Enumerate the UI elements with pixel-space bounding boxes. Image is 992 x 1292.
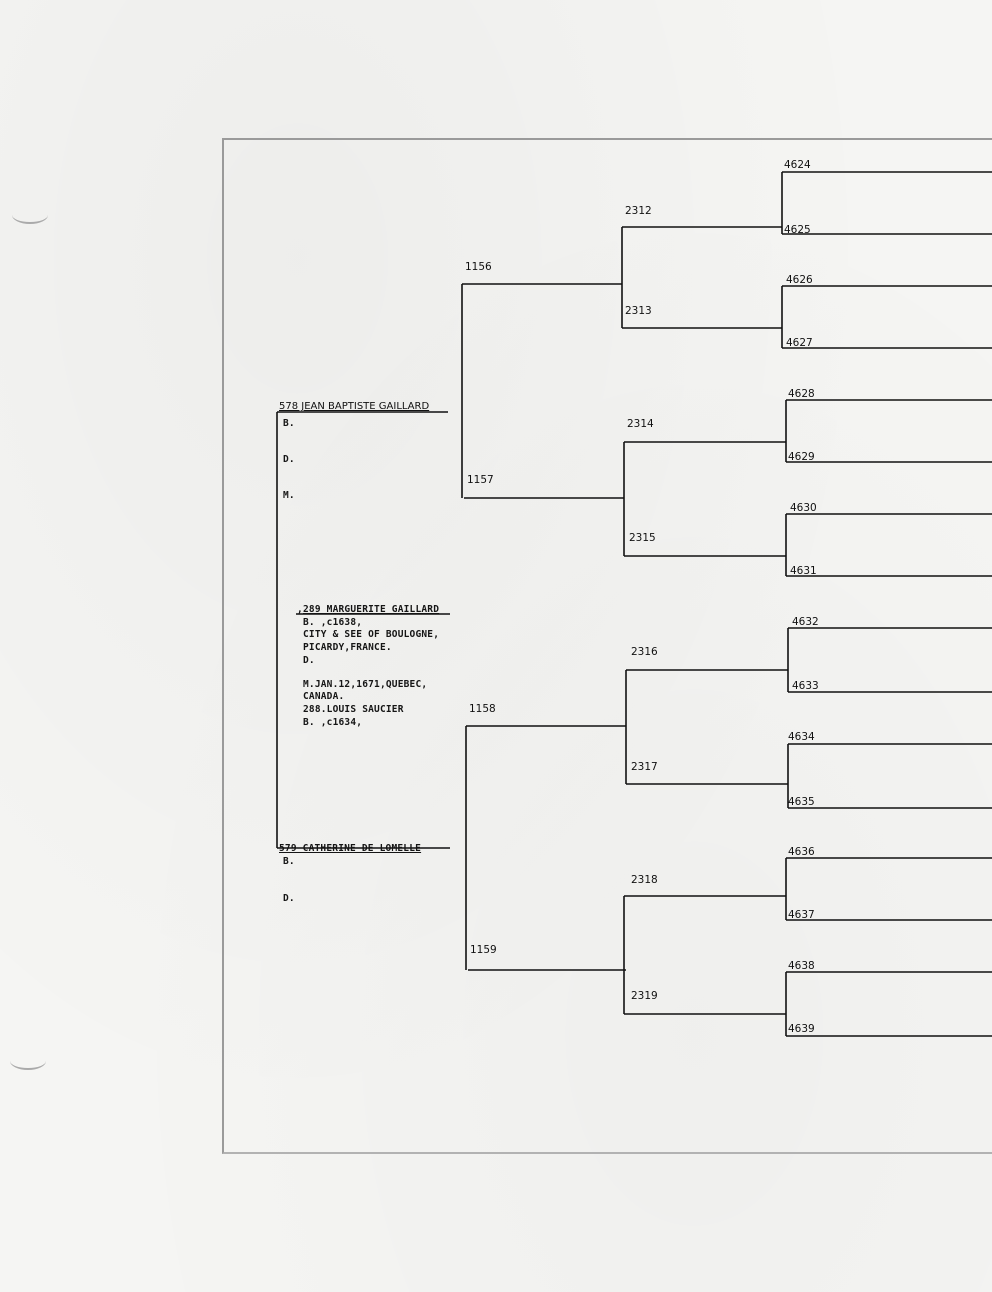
ancestor-number: 4624 (784, 159, 811, 171)
ancestor-number: 4625 (784, 224, 811, 236)
ancestor-number: 1157 (467, 474, 494, 486)
subject-line-3: PICARDY,FRANCE. (303, 642, 392, 653)
ancestor-number: 2315 (629, 532, 656, 544)
ancestor-number: 2318 (631, 874, 658, 886)
ancestor-number: 4637 (788, 909, 815, 921)
mother-birth-label: B. (283, 856, 295, 867)
ancestor-number: 4628 (788, 388, 815, 400)
mother-death-label: D. (283, 893, 295, 904)
subject-marker: , (297, 604, 303, 615)
ancestor-number: 4630 (790, 502, 817, 514)
ancestor-number: 2316 (631, 646, 658, 658)
ancestor-number: 4626 (786, 274, 813, 286)
ancestor-number: 2313 (625, 305, 652, 317)
ancestor-number: 1156 (465, 261, 492, 273)
subject-line-6: M.JAN.12,1671,QUEBEC, (303, 679, 428, 690)
ancestor-number: 4633 (792, 680, 819, 692)
ancestor-number: 4635 (788, 796, 815, 808)
subject-name: 289 MARGUERITE GAILLARD (303, 604, 440, 615)
subject-line-4: D. (303, 655, 315, 666)
ancestor-number: 4627 (786, 337, 813, 349)
ancestor-number: 4638 (788, 960, 815, 972)
punch-hole-mark-top (12, 206, 48, 224)
subject-line-8: 288.LOUIS SAUCIER (303, 704, 404, 715)
father-name: 578 JEAN BAPTISTE GAILLARD (279, 401, 430, 412)
ancestor-number: 4631 (790, 565, 817, 577)
father-death-label: D. (283, 454, 295, 465)
subject-line-9: B. ,c1634, (303, 717, 363, 728)
punch-hole-mark-bottom (10, 1052, 46, 1070)
father-marriage-label: M. (283, 490, 295, 501)
ancestor-number: 2317 (631, 761, 658, 773)
mother-name: 579 CATHERINE DE LOMELLE (279, 843, 422, 854)
subject-line-7: CANADA. (303, 691, 345, 702)
subject-line-1: B. ,c1638, (303, 617, 363, 628)
ancestor-number: 1158 (469, 703, 496, 715)
ancestor-number: 4636 (788, 846, 815, 858)
father-birth-label: B. (283, 418, 295, 429)
ancestor-number: 4634 (788, 731, 815, 743)
chart-form-border (222, 138, 992, 1154)
ancestor-number: 2319 (631, 990, 658, 1002)
ancestor-number: 4629 (788, 451, 815, 463)
ancestor-number: 1159 (470, 944, 497, 956)
ancestor-number: 4632 (792, 616, 819, 628)
subject-line-2: CITY & SEE OF BOULOGNE, (303, 629, 440, 640)
ancestor-number: 2314 (627, 418, 654, 430)
ancestor-number: 4639 (788, 1023, 815, 1035)
ancestor-number: 2312 (625, 205, 652, 217)
